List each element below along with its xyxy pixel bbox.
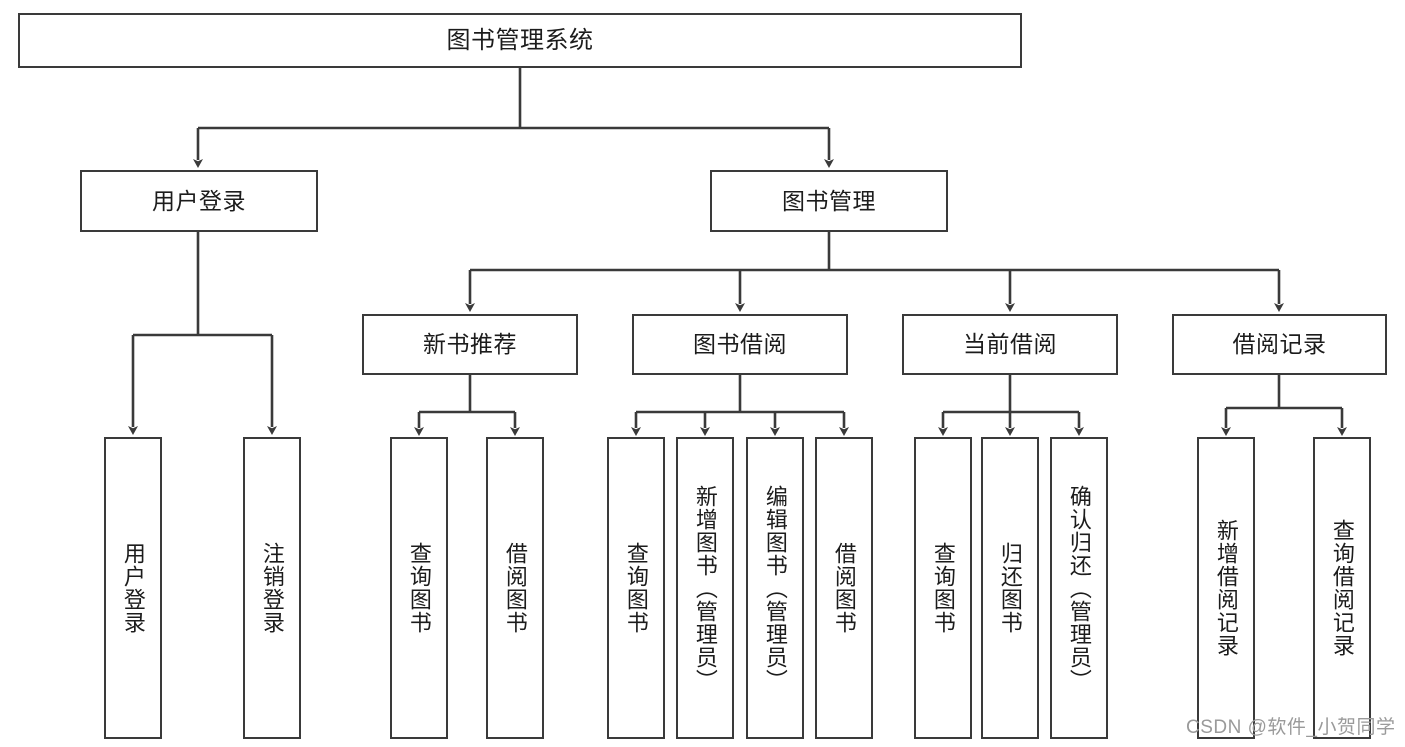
node-label: 注销登录 [259, 542, 285, 634]
leaf-user-login-signout[interactable]: 注销登录 [243, 437, 301, 739]
leaf-borrow-record-add-record[interactable]: 新增借阅记录 [1197, 437, 1255, 739]
node-label: 用户登录 [120, 542, 146, 634]
leaf-new-book-query-books[interactable]: 查询图书 [390, 437, 448, 739]
node-book-management[interactable]: 图书管理 [710, 170, 948, 232]
leaf-borrow-record-query-record[interactable]: 查询借阅记录 [1313, 437, 1371, 739]
leaf-user-login-signin[interactable]: 用户登录 [104, 437, 162, 739]
node-label: 归还图书 [997, 542, 1023, 634]
node-label: 用户登录 [152, 187, 246, 214]
node-label: 借阅图书 [502, 542, 528, 634]
leaf-new-book-borrow-books[interactable]: 借阅图书 [486, 437, 544, 739]
node-label: 借阅图书 [831, 542, 857, 634]
node-label: 借阅记录 [1232, 331, 1327, 358]
node-label: 查询图书 [623, 542, 649, 634]
node-root-library-system[interactable]: 图书管理系统 [18, 13, 1022, 68]
node-label: 查询借阅记录 [1329, 519, 1355, 657]
node-user-login[interactable]: 用户登录 [80, 170, 318, 232]
node-label: 图书管理系统 [446, 26, 594, 54]
node-label: 图书借阅 [693, 331, 787, 358]
leaf-book-borrow-edit-book-admin[interactable]: 编辑图书（管理员） [746, 437, 804, 739]
leaf-current-borrow-query-books[interactable]: 查询图书 [914, 437, 972, 739]
node-label: 新增借阅记录 [1213, 519, 1239, 657]
node-label: 新书推荐 [423, 331, 517, 358]
leaf-current-borrow-return-books[interactable]: 归还图书 [981, 437, 1039, 739]
node-current-borrow[interactable]: 当前借阅 [902, 314, 1118, 375]
node-book-borrow[interactable]: 图书借阅 [632, 314, 848, 375]
node-label: 编辑图书（管理员） [762, 484, 788, 692]
leaf-book-borrow-add-book-admin[interactable]: 新增图书（管理员） [676, 437, 734, 739]
leaf-current-borrow-confirm-return-admin[interactable]: 确认归还（管理员） [1050, 437, 1108, 739]
node-label: 新增图书（管理员） [692, 484, 718, 692]
node-label: 确认归还（管理员） [1066, 484, 1092, 692]
node-label: 查询图书 [406, 542, 432, 634]
node-borrow-record[interactable]: 借阅记录 [1172, 314, 1387, 375]
csdn-watermark: CSDN @软件_小贺同学 [1186, 717, 1396, 738]
leaf-book-borrow-query-books[interactable]: 查询图书 [607, 437, 665, 739]
node-label: 当前借阅 [963, 331, 1057, 358]
node-label: 图书管理 [782, 187, 876, 214]
node-new-book-recommend[interactable]: 新书推荐 [362, 314, 578, 375]
node-label: 查询图书 [930, 542, 956, 634]
leaf-book-borrow-borrow-books[interactable]: 借阅图书 [815, 437, 873, 739]
